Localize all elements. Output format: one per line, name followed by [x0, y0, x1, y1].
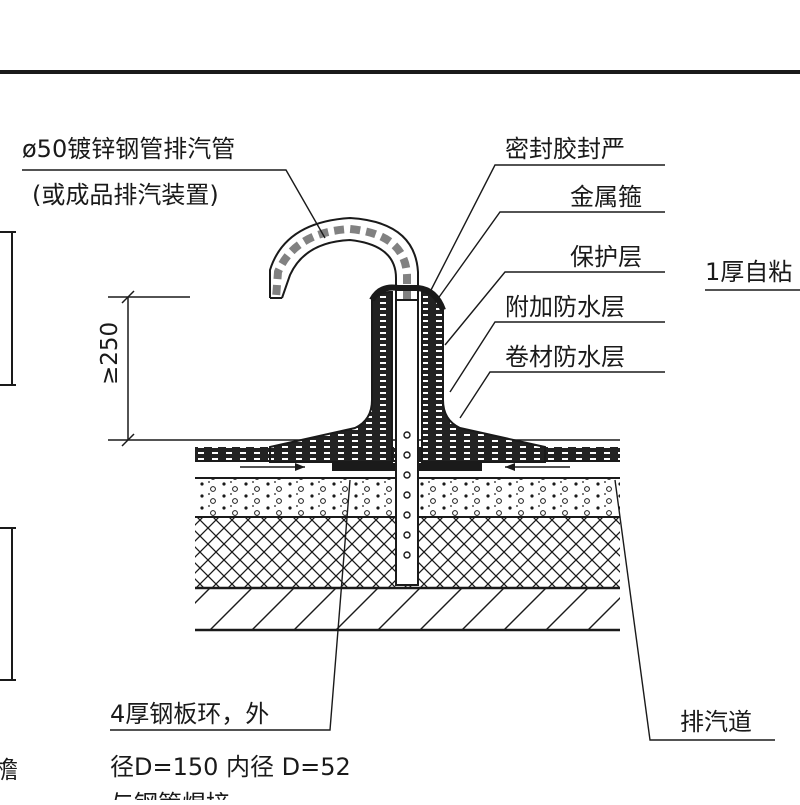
ring-note-line2: 径D=150 内径 D=52: [110, 753, 351, 781]
left-edge-marks: [0, 231, 16, 681]
hoop-label: 金属箍: [570, 183, 642, 211]
exhaust-pipe: [269, 216, 419, 586]
right-note-label: 1厚自粘: [705, 258, 792, 286]
protective-layer-label: 保护层: [570, 243, 642, 271]
ring-note-line3: 与钢管焊接: [110, 790, 230, 800]
additional-waterproof-label: 附加防水层: [505, 293, 625, 321]
membrane-waterproof-label: 卷材防水层: [505, 343, 625, 371]
structural-slab: [195, 588, 620, 630]
leader-lines: [22, 164, 800, 741]
dimension-label: ≥250: [97, 322, 123, 385]
pipe-alt-label: (或成品排汽装置): [32, 181, 219, 209]
sealant-label: 密封胶封严: [505, 135, 625, 163]
height-dimension: [108, 290, 195, 447]
pipe-label: ø50镀锌钢管排汽管: [22, 135, 235, 163]
exhaust-channel-label: 排汽道: [680, 708, 752, 736]
flashing-upturn: [269, 291, 393, 463]
ring-note-line1: 4厚钢板环，外: [110, 700, 269, 728]
left-edge-char: 檐: [0, 756, 18, 784]
